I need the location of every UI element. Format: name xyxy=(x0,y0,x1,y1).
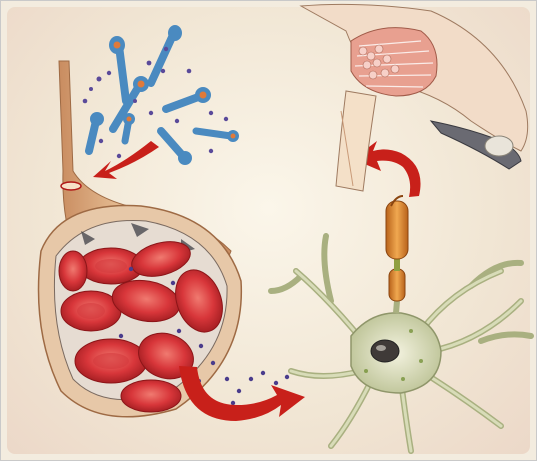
bacteria-cluster xyxy=(89,25,239,165)
arrow-icon xyxy=(93,141,159,179)
muscle xyxy=(301,4,528,191)
bacterium xyxy=(89,112,104,151)
toxin-particles xyxy=(83,47,229,158)
bacterium xyxy=(161,131,192,165)
bacterium xyxy=(166,87,211,109)
arrow-icon xyxy=(179,366,305,421)
bacterium xyxy=(123,113,135,141)
neuron xyxy=(271,236,531,451)
bacterium xyxy=(109,36,126,101)
bacterium xyxy=(196,130,239,142)
bacterium xyxy=(151,25,182,83)
axon xyxy=(386,196,408,301)
nucleus xyxy=(371,340,399,362)
